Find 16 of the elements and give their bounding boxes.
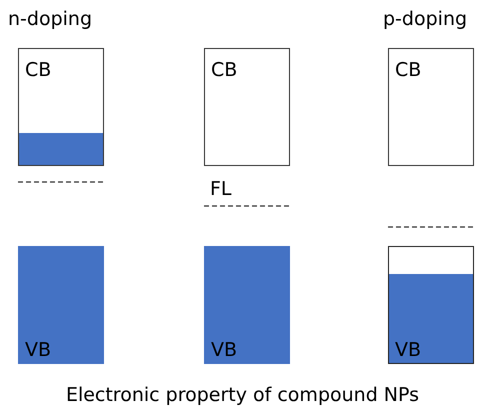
band-label: VB [211, 339, 238, 361]
band-label: CB [211, 59, 238, 81]
conduction-band-box [388, 48, 474, 166]
valence-band-box [388, 246, 474, 364]
fermi-level-label: FL [210, 178, 232, 200]
band-label: CB [395, 59, 422, 81]
caption: Electronic property of compound NPs [64, 384, 420, 406]
conduction-band-box [204, 48, 290, 166]
doping-type-label: n-doping [8, 8, 92, 30]
valence-band-box [18, 246, 104, 364]
conduction-band-box [18, 48, 104, 166]
band-label: VB [395, 339, 422, 361]
band-label: VB [25, 339, 52, 361]
valence-band-box [204, 246, 290, 364]
band-label: CB [25, 59, 52, 81]
doping-type-label: p-doping [383, 8, 468, 30]
